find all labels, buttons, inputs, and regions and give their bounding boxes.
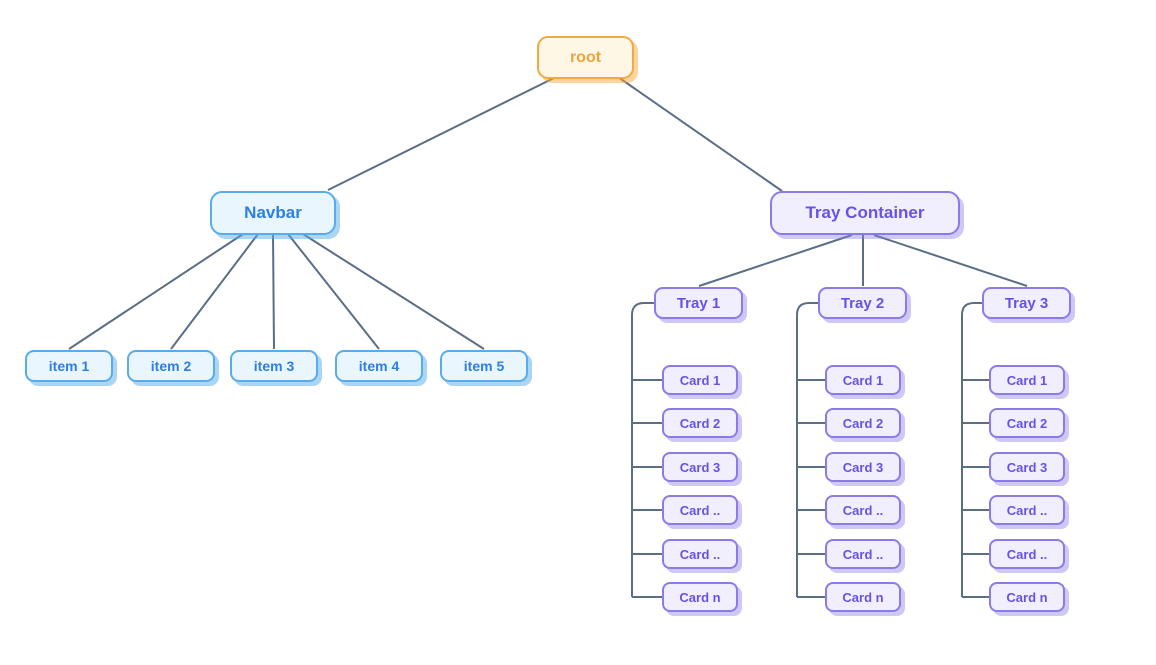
edge-tray-3-card-spine bbox=[961, 302, 989, 598]
node-tray-1-card-1[interactable]: Card 1 bbox=[662, 365, 738, 395]
node-tray-2-card-2[interactable]: Card 2 bbox=[825, 408, 901, 438]
node-item-3[interactable]: item 3 bbox=[230, 350, 318, 382]
edge-navbar-to-item-1 bbox=[68, 233, 244, 350]
edge-root-to-tray-container bbox=[617, 76, 783, 192]
node-navbar[interactable]: Navbar bbox=[210, 191, 336, 235]
node-tray-3-card-2[interactable]: Card 2 bbox=[989, 408, 1065, 438]
edge-tray-2-card-spine bbox=[796, 302, 825, 598]
edge-navbar-to-item-4 bbox=[287, 233, 380, 350]
node-tray-1-card-3[interactable]: Card 3 bbox=[662, 452, 738, 482]
edge-root-to-navbar bbox=[327, 76, 557, 191]
node-tray-2-card-4[interactable]: Card .. bbox=[825, 495, 901, 525]
edge-traycontainer-to-tray-3 bbox=[873, 234, 1028, 287]
node-tray-1-card-2[interactable]: Card 2 bbox=[662, 408, 738, 438]
node-tray-2[interactable]: Tray 2 bbox=[818, 287, 907, 319]
node-item-5[interactable]: item 5 bbox=[440, 350, 528, 382]
node-item-4[interactable]: item 4 bbox=[335, 350, 423, 382]
node-tray-2-card-1[interactable]: Card 1 bbox=[825, 365, 901, 395]
node-tray-1-card-5[interactable]: Card .. bbox=[662, 539, 738, 569]
edge-navbar-to-item-5 bbox=[302, 233, 485, 350]
edge-navbar-to-item-3 bbox=[272, 233, 275, 350]
node-tray-2-card-3[interactable]: Card 3 bbox=[825, 452, 901, 482]
edge-navbar-to-item-2 bbox=[170, 233, 259, 350]
node-tray-3-card-1[interactable]: Card 1 bbox=[989, 365, 1065, 395]
node-tray-1[interactable]: Tray 1 bbox=[654, 287, 743, 319]
edge-tray-1-card-spine bbox=[631, 302, 662, 598]
node-root[interactable]: root bbox=[537, 36, 634, 79]
edge-traycontainer-to-tray-1 bbox=[698, 234, 853, 287]
node-tray-1-card-4[interactable]: Card .. bbox=[662, 495, 738, 525]
node-tray-container[interactable]: Tray Container bbox=[770, 191, 960, 235]
node-tray-3[interactable]: Tray 3 bbox=[982, 287, 1071, 319]
node-tray-1-card-n[interactable]: Card n bbox=[662, 582, 738, 612]
node-tray-2-card-n[interactable]: Card n bbox=[825, 582, 901, 612]
node-tray-3-card-3[interactable]: Card 3 bbox=[989, 452, 1065, 482]
node-tray-3-card-4[interactable]: Card .. bbox=[989, 495, 1065, 525]
node-item-2[interactable]: item 2 bbox=[127, 350, 215, 382]
node-tray-3-card-n[interactable]: Card n bbox=[989, 582, 1065, 612]
node-item-1[interactable]: item 1 bbox=[25, 350, 113, 382]
node-tray-3-card-5[interactable]: Card .. bbox=[989, 539, 1065, 569]
node-tray-2-card-5[interactable]: Card .. bbox=[825, 539, 901, 569]
